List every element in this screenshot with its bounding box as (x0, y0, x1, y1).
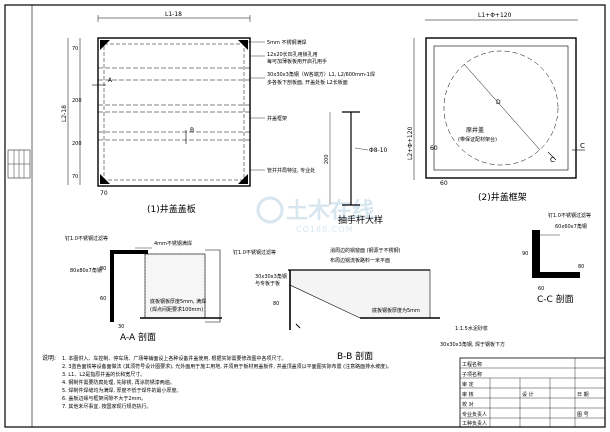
notes-line-0: 1. 本图供入、车控制、停车场、广场等铺面设上各种设备井盖使用, 根据实际需要修… (62, 355, 287, 362)
aa-bot2: (焊点间距要求100mm) (150, 306, 203, 313)
notes-line-5: 6. 盖板边缘与框架间隙不大于2mm。 (62, 395, 146, 402)
plate-dim-left: L2-18 (61, 105, 68, 122)
cc-dim90: 90 (522, 251, 528, 257)
notes-line-1: 2. 3蓝色面铁等设备面做法 (其须符号设计图要求), 光外面用于施工用地, 并… (62, 363, 392, 370)
title-block: 工程名称 子项名称 审 定 审 核 校 对 专业负责人 工种负责人 设 计 日 … (459, 357, 606, 428)
aa-note-top: 4mm不锈钢满焊 (154, 240, 192, 247)
handle-dim: 200 (324, 154, 330, 164)
general-notes: 说明: 1. 本图供入、车控制、停车场、广场等铺面设上各种设备井盖使用, 根据实… (42, 354, 392, 410)
section-cc: 钉1.0不锈钢过滤等 60x60x7角钢 90 60 80 C-C 剖面 (522, 212, 591, 305)
tb-c3: 校 对 (462, 401, 474, 408)
tb-c4: 设 计 (522, 391, 534, 398)
tb-c2: 审 核 (462, 391, 474, 398)
plate-cut-b: B (190, 127, 194, 134)
handle-label: Φ8-10 (369, 147, 388, 154)
cc-n2: 60x60x7角钢 (555, 223, 587, 230)
plate-note-2: 每可加薄板板用开启孔用手 (267, 58, 327, 65)
bb-title: B-B 剖面 (337, 350, 373, 362)
aa-left2: 80x80x7角钢 (70, 267, 102, 274)
aa-bot1: 底板钢板厚度5mm, 满焊 (150, 298, 206, 305)
frame-dim-top: L1+Φ+120 (478, 12, 512, 19)
cc-title: C-C 剖面 (537, 293, 574, 305)
bb-n1: 钉1.0不锈钢过滤等 (233, 249, 276, 256)
bb-n3: 布周边锅流板路料一米平面 (330, 257, 390, 264)
plate-note-5: 井盖框架 (267, 115, 287, 122)
frame-cut-c2: C (550, 156, 555, 164)
plate-plan: L1-18 L2-18 70 200 200 70 A B 70 (1)井盖盖板… (61, 11, 375, 215)
frame-dim-left: L2+Φ+120 (407, 126, 414, 160)
aa-dim-30: 30 (118, 324, 124, 330)
cc-dim60: 60 (538, 286, 544, 292)
plate-title: (1)井盖盖板 (147, 203, 196, 215)
handle-detail: 200 Φ8-10 抽手杆大样 (324, 111, 388, 226)
section-bb: 钉1.0不锈钢过滤等 消周边的锅窗面 (钢源于不锈钢) 布周边锅流板路料一米平面… (233, 247, 505, 362)
plate-cut-a: A (108, 77, 113, 84)
bb-n4: 30x30x3角钢 (255, 273, 287, 280)
handle-title: 抽手杆大样 (338, 214, 383, 226)
watermark-sub: CO188.COM (296, 225, 353, 234)
tb-r2: 子项名称 (462, 371, 482, 378)
plate-dim-200b: 200 (72, 141, 82, 147)
tb-r1: 工程名称 (462, 361, 482, 368)
bb-slope: 1:1.5水泥砂浆 (455, 325, 488, 332)
plate-note-1: 12x20长凹孔用锁孔用 (267, 51, 318, 58)
tb-c5: 专业负责人 (462, 411, 487, 418)
aa-dim-80: 80 (100, 266, 106, 272)
frame-dia: D (496, 99, 501, 106)
frame-note2: (带保证配材架台) (458, 136, 497, 143)
frame-dim-60a: 60 (430, 145, 438, 152)
frame-title: (2)井盖框架 (478, 191, 527, 203)
notes-line-4: 5. 焊制件焊缝均为满焊, 厚度不低于焊件的最小厚度。 (62, 387, 182, 394)
cc-n1: 钉1.0不锈钢过滤等 (548, 212, 591, 219)
bb-n6: 底板钢板厚度为5mm (372, 307, 420, 314)
frame-dim-60b: 60 (440, 180, 448, 187)
plate-dim-70b: 70 (72, 174, 78, 180)
plate-dim-70c: 70 (100, 190, 108, 197)
aa-dim-60: 60 (100, 296, 106, 302)
plate-note-3: 30x30x3角钢（W各端方）L1, L2/600mm-1焊 (267, 71, 375, 78)
plate-dim-top: L1-18 (165, 11, 182, 18)
frame-cut-c1: C (580, 142, 585, 150)
notes-heading: 说明: (42, 354, 56, 362)
binding-strip (7, 149, 31, 179)
plate-note-4: 多各板下剖板面, 开盖处板 L2长板面 (267, 79, 348, 86)
bb-n7: 30x30x3角钢, 焊于钢板下方 (440, 341, 505, 348)
frame-plan: L1+Φ+120 L2+Φ+120 D 原井盖 (带保证配材架台) 60 60 … (407, 12, 585, 203)
bb-n2: 消周边的锅窗面 (钢源于不锈钢) (330, 247, 401, 254)
notes-line-2: 3. L1、L2是指原井盖的长和宽尺寸。 (62, 371, 145, 378)
section-aa: 4mm不锈钢满焊 钉1.0不锈钢过滤等 80x80x7角钢 80 60 30 底… (65, 235, 222, 343)
tb-c6: 工种负责人 (462, 420, 487, 427)
cc-dim80: 80 (578, 264, 584, 270)
tb-c1: 审 定 (462, 381, 474, 388)
notes-line-3: 4. 钢制件需要防腐处理, 先除锈, 再涂防锈漆两遍。 (62, 379, 175, 386)
notes-line-6: 7. 其他未尽事宜, 按国家现行规范执行。 (62, 403, 152, 410)
plate-dim-200: 200 (72, 98, 82, 104)
watermark: 土木在线 CO188.COM (256, 196, 374, 234)
aa-title: A-A 剖面 (120, 331, 156, 343)
bb-n5: 与专板于板 (255, 280, 280, 287)
plate-note-0: 5mm 不锈钢满焊 (267, 39, 307, 46)
inner-border (31, 4, 606, 428)
tb-d2: 图 号 (577, 412, 589, 418)
aa-left1: 钉1.0不锈钢过滤等 (65, 235, 108, 242)
bb-dim80: 80 (273, 301, 279, 307)
tb-d1: 日 期 (577, 392, 589, 398)
frame-note1: 原井盖 (466, 126, 484, 134)
plate-dim-70a: 70 (72, 46, 78, 52)
plate-note-6: 管井井局特征, 专业处 (267, 167, 315, 174)
